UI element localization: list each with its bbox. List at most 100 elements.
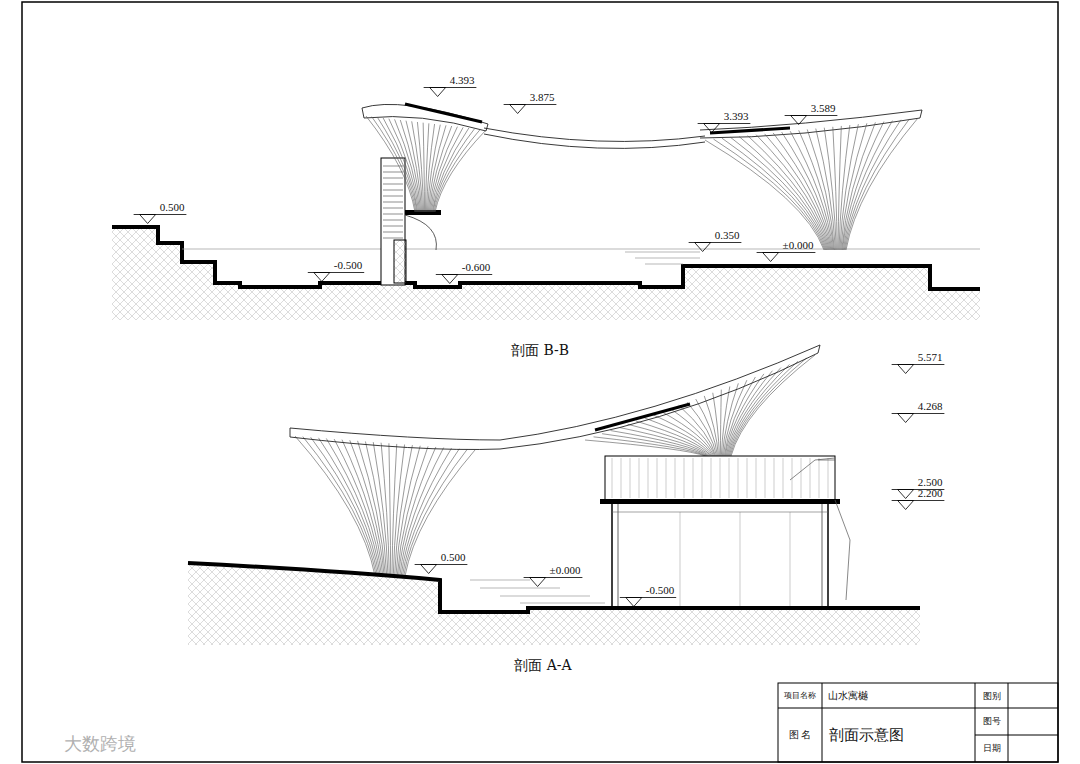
label-text: 山水寓樾 [828,691,868,701]
cladding-line [666,458,667,498]
branch-line [653,415,713,456]
elevation-triangle [530,578,546,587]
branch-line [790,131,833,250]
label-text: 图 名 [789,730,812,740]
elevation-label: 2.200 [918,488,943,499]
stair-treads [383,166,403,238]
branch-line [381,443,389,576]
cladding-line [819,458,820,498]
branch-line [628,424,710,456]
branch-line [389,119,419,212]
elevation-label: 3.393 [724,111,749,122]
water-line [182,249,980,250]
branch-line [318,438,378,576]
ground-hatch [112,227,980,320]
branch-line [435,130,486,212]
canopy-outline [290,345,820,450]
cladding-line [738,458,739,498]
branch-line [383,118,418,212]
branch-line [434,129,480,212]
ground-profile [188,563,920,612]
branch-line [377,117,416,212]
cladding-line [747,458,748,498]
branch-line [696,399,718,456]
elevation-triangle [898,365,914,374]
branch-line [433,129,474,212]
stair-tread [383,184,403,185]
elevation-label: 0.500 [441,552,466,563]
stair-tread [383,214,403,215]
branch-line [833,127,837,250]
stair-tread [383,232,403,233]
branch-line [731,355,815,456]
elevation-triangle [140,215,156,224]
branch-line [334,439,381,576]
cladding-line [621,458,622,498]
elevation-label: 3.875 [530,92,555,103]
elevation-triangle [695,243,711,252]
branch-line [704,396,718,456]
branch-line [372,117,416,212]
branch-line [342,440,383,576]
cladding-line [720,458,721,498]
elevation-label: ±0.000 [550,565,581,576]
cladding-line [639,458,640,498]
branch-line [731,137,827,250]
elevation-triangle [763,253,779,262]
elevation-label: 0.350 [715,230,740,241]
cladding-line [729,458,730,498]
branch-line [842,122,883,250]
branch-line [405,450,475,576]
branch-line [295,436,375,576]
elevation-triangle [791,116,807,125]
branch-line [727,368,781,456]
cladding-line [783,458,784,498]
cladding-line [756,458,757,498]
elevation-triangle [704,124,720,133]
branch-line [713,393,720,456]
branch-line [417,122,423,212]
branch-line [594,437,706,456]
branch-line [602,434,707,456]
wall-section [394,240,406,283]
stair-tread [383,220,403,221]
branch-line [824,128,836,250]
elevation-label: -0.500 [646,585,674,596]
label-text: 剖面 B-B [511,343,569,357]
canopy-fixings [595,404,690,430]
branch-line [773,133,831,250]
elevation-label: 4.393 [450,75,475,86]
elevation-label: 2.500 [918,477,943,488]
stair-tread [383,166,403,167]
branch-line [729,361,798,456]
elevation-triangle [898,490,914,499]
watermark: 大数跨境 [64,735,136,753]
branch-line [705,140,824,250]
branch-lines [295,116,918,576]
cladding-line [801,458,802,498]
platform-edge [405,215,436,250]
cladding-line [693,458,694,498]
branch-line [714,139,825,250]
elevation-triangle [510,105,526,114]
elevation-triangle [898,414,914,423]
elevation-triangle [430,88,446,97]
label-text: 剖面 A-A [514,658,571,672]
branch-line [430,127,457,212]
branch-line [303,437,376,576]
cladding-line [765,458,766,498]
branch-line [412,121,423,212]
branch-line [400,120,420,212]
cladding-line [774,458,775,498]
label-text: 项目名称 [784,692,816,700]
elevation-label: -0.600 [462,262,490,273]
cladding-line [648,458,649,498]
branch-line [839,125,850,250]
platform-slab [405,210,441,215]
branch-line [611,431,708,456]
branch-line [365,441,386,576]
stair-tread [383,226,403,227]
elevation-label: 3.589 [811,103,836,114]
branch-line [720,390,722,456]
